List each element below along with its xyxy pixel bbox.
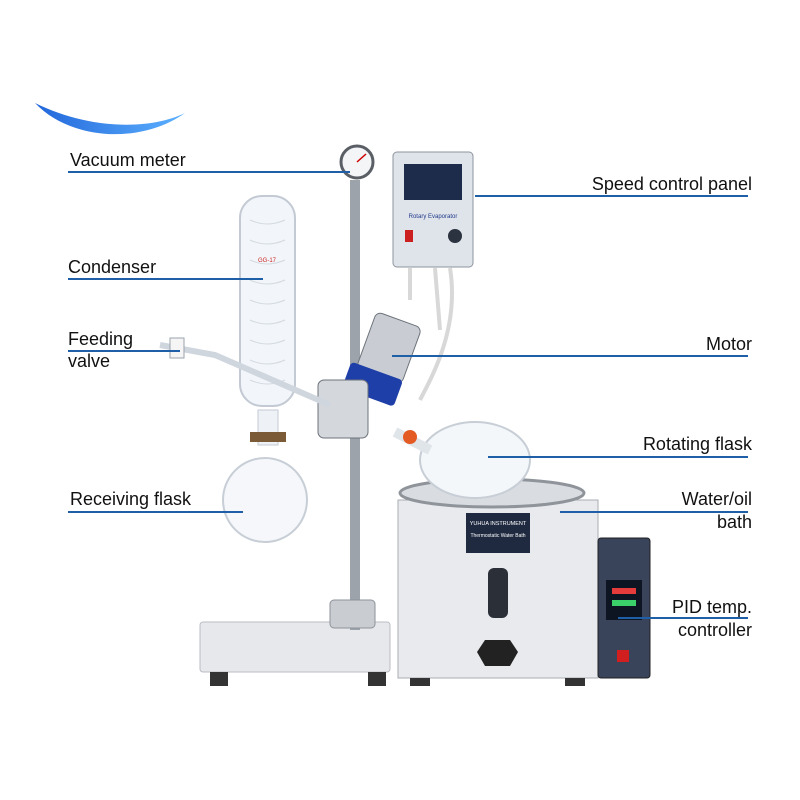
receiving-flask	[222, 457, 308, 543]
label-feeding-valve-line2: valve	[68, 351, 111, 371]
condenser-tube	[239, 195, 296, 407]
base-plate	[199, 621, 391, 673]
rotating-flask	[419, 421, 531, 499]
brand-swoosh-icon	[35, 103, 185, 135]
bath-model-text: Thermostatic Water Bath	[470, 533, 525, 539]
label-vacuum-meter: Vacuum meter	[70, 150, 186, 170]
panel-title-text: Rotary Evaporator	[409, 214, 458, 220]
leader-line-rotating-flask	[488, 456, 748, 458]
leader-line-motor	[392, 355, 748, 357]
label-rotating-flask: Rotating flask	[642, 434, 752, 454]
leader-line-vacuum-meter	[68, 171, 350, 173]
label-pid-controller-line1: PID temp.	[671, 597, 752, 617]
leader-line-feeding-valve	[68, 350, 180, 352]
leader-line-condenser	[68, 278, 263, 280]
condenser-mark-text: GG-17	[258, 258, 277, 264]
leader-line-pid-controller	[618, 617, 748, 619]
label-pid-controller-line2: controller	[677, 620, 752, 640]
label-receiving-flask: Receiving flask	[70, 489, 192, 509]
leader-line-receiving-flask	[68, 511, 243, 513]
label-water-oil-bath-line2: bath	[716, 512, 752, 532]
label-water-oil-bath-line1: Water/oil	[681, 489, 752, 509]
leader-line-speed-control-panel	[475, 195, 748, 197]
label-feeding-valve-line1: Feeding	[68, 329, 134, 349]
leader-line-water-oil-bath	[560, 511, 748, 513]
label-motor: Motor	[705, 334, 752, 354]
label-speed-control-panel: Speed control panel	[591, 174, 752, 194]
bath-brand-text: YUHUA INSTRUMENT	[470, 521, 527, 527]
label-condenser: Condenser	[68, 257, 157, 277]
